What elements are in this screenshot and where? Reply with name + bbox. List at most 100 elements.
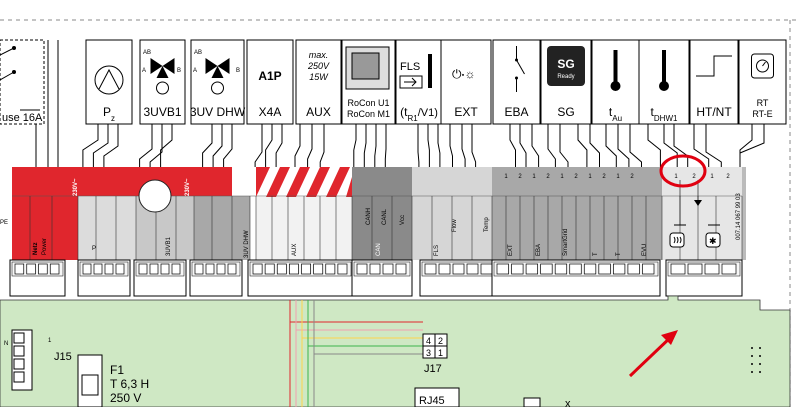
svg-text:⏻⋅☼: ⏻⋅☼ bbox=[452, 67, 476, 81]
wire bbox=[705, 124, 722, 167]
pin-number: 2 bbox=[692, 174, 696, 180]
connector-J12: J12 bbox=[189, 259, 243, 319]
legend-label-3uvdhw: 3UV DHW bbox=[190, 105, 246, 119]
pin-number: 1 bbox=[710, 174, 714, 180]
legend-box-pz: Pz bbox=[85, 39, 133, 125]
wire bbox=[519, 124, 527, 167]
connector-J8: J8 bbox=[491, 259, 661, 319]
wire bbox=[427, 124, 430, 167]
wire bbox=[739, 124, 765, 167]
legend-box-fls: FLS(tR1/V1) bbox=[395, 39, 443, 125]
power-sun-icon: ⏻⋅☼ bbox=[452, 67, 476, 81]
connector-J9: J9 bbox=[419, 259, 499, 319]
svg-text:Ready: Ready bbox=[557, 74, 574, 80]
svg-text:1: 1 bbox=[48, 338, 52, 344]
wire bbox=[509, 124, 516, 167]
j15-label: J15 bbox=[54, 351, 72, 363]
legend-label-sg: SG bbox=[557, 105, 574, 119]
text-icon: FLS bbox=[399, 54, 432, 89]
wire bbox=[294, 124, 301, 167]
pin-number: 1 bbox=[674, 174, 678, 180]
wire bbox=[103, 124, 119, 167]
j17-pin-1: 1 bbox=[438, 348, 443, 358]
pin-number: 1 bbox=[532, 174, 536, 180]
rj45-label: RJ45 bbox=[419, 395, 445, 407]
connector-J16: J16 bbox=[665, 259, 743, 319]
fuse-label: use 16A bbox=[2, 112, 43, 124]
svg-text:250V: 250V bbox=[307, 61, 330, 71]
svg-text:N: N bbox=[4, 341, 8, 347]
pin-number: 1 bbox=[504, 174, 508, 180]
svg-text:B: B bbox=[177, 68, 181, 74]
legend-label-htnt: HT/NT bbox=[696, 105, 732, 119]
terminal-strip bbox=[12, 167, 746, 260]
hazard-stripes bbox=[256, 167, 352, 197]
legend-label-rocon: RoCon M1 bbox=[347, 109, 390, 119]
heater-icon bbox=[669, 232, 685, 248]
wire bbox=[307, 124, 313, 167]
label-ext: EXT bbox=[508, 244, 514, 256]
label-230v-a: 230V~ bbox=[73, 178, 79, 196]
wire bbox=[160, 124, 173, 167]
svg-text:AB: AB bbox=[143, 50, 151, 56]
wire bbox=[461, 124, 466, 167]
rj45-port bbox=[414, 387, 460, 407]
svg-text:A: A bbox=[193, 68, 197, 74]
label-netz: Netz bbox=[33, 242, 39, 255]
wire bbox=[547, 124, 556, 167]
fuse-rating: T 6,3 H bbox=[110, 377, 149, 391]
x-mark: x bbox=[565, 398, 571, 407]
wire bbox=[647, 124, 661, 167]
wire bbox=[202, 124, 213, 167]
pin-number: 2 bbox=[518, 174, 522, 180]
text-icon: SG Ready bbox=[547, 46, 585, 86]
legend-label-rt: RT bbox=[757, 98, 769, 108]
label-smartgrid: SmartGrid bbox=[563, 229, 569, 256]
legend-box-eba: EBA bbox=[492, 39, 541, 125]
wire bbox=[739, 124, 753, 167]
pin-number: 1 bbox=[616, 174, 620, 180]
legend-box-tau: tAu bbox=[591, 39, 640, 125]
connector-J2: J2 bbox=[133, 259, 187, 319]
wire bbox=[693, 124, 710, 167]
wire bbox=[363, 124, 367, 167]
svg-text:SG: SG bbox=[557, 57, 574, 71]
pin-number: 2 bbox=[726, 174, 730, 180]
svg-text:FLS: FLS bbox=[400, 61, 420, 73]
wires bbox=[82, 124, 765, 167]
pin-number: 2 bbox=[630, 174, 634, 180]
terminal-can-block bbox=[352, 167, 412, 260]
label-canl: CANL bbox=[382, 208, 388, 225]
label-power: Power bbox=[42, 238, 48, 255]
terminal-gray-pz bbox=[78, 196, 136, 260]
label-evu: EVU bbox=[642, 244, 648, 256]
legend-label-aux: AUX bbox=[306, 105, 331, 119]
wire bbox=[471, 124, 477, 167]
wire bbox=[374, 124, 377, 167]
wire bbox=[417, 124, 420, 167]
step-icon bbox=[696, 55, 732, 77]
label-vcc: Vcc bbox=[400, 215, 406, 225]
wire bbox=[212, 124, 223, 167]
j16-symbols: ✱ bbox=[669, 180, 721, 248]
wire bbox=[449, 124, 453, 167]
svg-text:A: A bbox=[142, 68, 146, 74]
wire bbox=[673, 124, 689, 167]
fan-icon bbox=[705, 232, 721, 248]
wire bbox=[149, 124, 163, 167]
label-tdhw: T bbox=[616, 252, 622, 256]
pin-number: 1 bbox=[588, 174, 592, 180]
text-icon: A1P bbox=[258, 69, 281, 83]
